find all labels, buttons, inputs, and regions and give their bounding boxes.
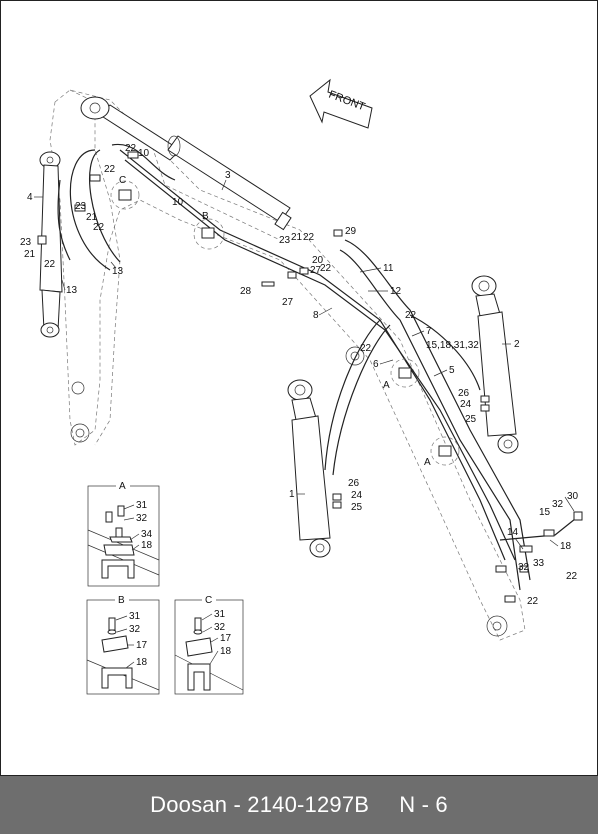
detail-b-part-32: 32: [129, 624, 141, 635]
callout-6: 6: [373, 359, 379, 370]
boom-hydraulic-diagram: FRONT: [20, 78, 583, 695]
callout-14: 14: [507, 527, 519, 538]
front-arrow: FRONT: [309, 78, 373, 129]
callout-15: 15: [539, 507, 551, 518]
callout-25b: 25: [465, 414, 477, 425]
callout-10b: 10: [172, 197, 184, 208]
footer-bar: Doosan - 2140-1297B N - 6: [0, 776, 598, 834]
callout-12: 12: [390, 286, 402, 297]
detail-c-part-31: 31: [214, 609, 226, 620]
callout-20: 20: [312, 255, 324, 266]
callout-A1: A: [383, 380, 390, 391]
callout-22h: 22: [527, 596, 539, 607]
callout-labels: 1 2 3 4 5 6 7 8 10 10 11 12 13 13 14 15 …: [20, 143, 579, 607]
arm-cylinder: [39, 151, 63, 338]
detail-b-part-18: 18: [136, 657, 148, 668]
detail-a-part-18: 18: [141, 540, 153, 551]
callout-27a: 27: [310, 265, 322, 276]
callout-C: C: [119, 175, 126, 186]
callout-21a: 21: [86, 212, 98, 223]
callout-B: B: [202, 211, 209, 222]
detail-b-part-17: 17: [136, 640, 148, 651]
callout-27b: 27: [282, 297, 294, 308]
callout-23a: 23: [75, 201, 87, 212]
callout-4: 4: [27, 192, 33, 203]
callout-10a: 10: [138, 148, 150, 159]
callout-32b: 32: [518, 562, 530, 573]
callout-32a: 32: [552, 499, 564, 510]
callout-7: 7: [426, 326, 432, 337]
callout-33: 33: [533, 558, 545, 569]
callout-22g: 22: [360, 343, 372, 354]
callout-26a: 26: [348, 478, 360, 489]
callout-22e: 22: [303, 232, 315, 243]
detail-a-part-34: 34: [141, 529, 153, 540]
callout-23b: 23: [20, 237, 32, 248]
callout-13b: 13: [112, 266, 124, 277]
callout-1: 1: [289, 489, 295, 500]
callout-22a: 22: [125, 143, 137, 154]
callout-13a: 13: [66, 285, 78, 296]
cylinder-1: [287, 379, 331, 558]
callout-A2: A: [424, 457, 431, 468]
callout-22i: 22: [566, 571, 578, 582]
detail-c: C 31 32 17 18: [174, 594, 244, 695]
detail-c-title: C: [205, 595, 212, 606]
clamp-locations: [110, 180, 460, 466]
detail-c-part-17: 17: [220, 633, 232, 644]
callout-22b: 22: [104, 164, 116, 175]
detail-a-part-31: 31: [136, 500, 148, 511]
callout-25a: 25: [351, 502, 363, 513]
callout-24b: 24: [460, 399, 472, 410]
detail-b-part-31: 31: [129, 611, 141, 622]
boom-cylinder: [80, 96, 292, 231]
callout-5: 5: [449, 365, 455, 376]
cylinder-2: [471, 275, 519, 454]
callout-2: 2: [514, 339, 520, 350]
callout-22j: 22: [320, 263, 332, 274]
callout-11: 11: [383, 263, 394, 274]
footer-page-number: N - 6: [399, 792, 448, 817]
callout-15-group: 15,18,31,32: [426, 340, 479, 351]
detail-b: B 31 32 17 18: [86, 594, 160, 695]
fittings: [37, 151, 583, 603]
callout-22f: 22: [405, 310, 417, 321]
callout-18: 18: [560, 541, 572, 552]
callout-30: 30: [567, 491, 579, 502]
callout-3: 3: [225, 170, 231, 181]
callout-24a: 24: [351, 490, 363, 501]
detail-a-part-32: 32: [136, 513, 148, 524]
callout-29: 29: [345, 226, 357, 237]
callout-21c: 21: [291, 232, 303, 243]
detail-c-part-18: 18: [220, 646, 232, 657]
detail-b-title: B: [118, 595, 125, 606]
callout-23c: 23: [279, 235, 291, 246]
footer-part-number: Doosan - 2140-1297B: [150, 792, 370, 817]
leader-lines: [34, 179, 575, 550]
callout-22d: 22: [44, 259, 56, 270]
detail-a: A 31 32 34 18: [87, 480, 160, 587]
callout-26b: 26: [458, 388, 470, 399]
hydraulic-hoses: [57, 143, 581, 591]
front-arrow-label: FRONT: [327, 89, 367, 114]
callout-22c: 22: [93, 222, 105, 233]
callout-28: 28: [240, 286, 252, 297]
detail-c-part-32: 32: [214, 622, 226, 633]
callout-21b: 21: [24, 249, 36, 260]
callout-8: 8: [313, 310, 319, 321]
detail-a-title: A: [119, 481, 126, 492]
